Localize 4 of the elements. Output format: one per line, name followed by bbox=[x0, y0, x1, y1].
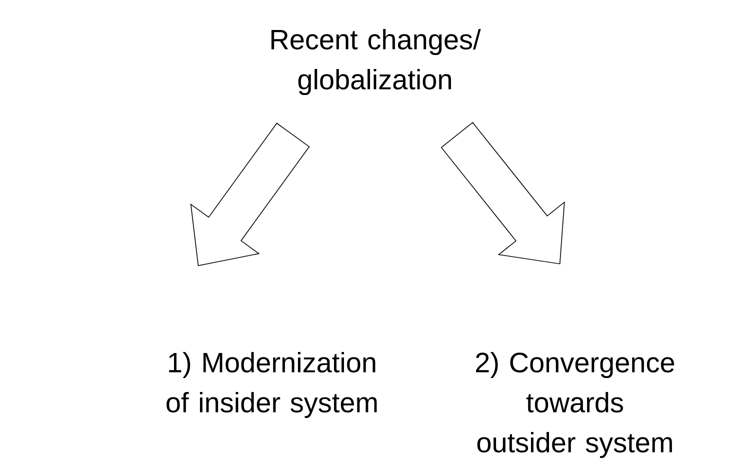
text-label: Recent changes/ globalization bbox=[271, 28, 481, 96]
text-label: 2) Convergence towards outsider system bbox=[476, 352, 674, 458]
block-arrow bbox=[190, 122, 310, 266]
text-label: 1) Modernization of insider system bbox=[166, 352, 377, 418]
